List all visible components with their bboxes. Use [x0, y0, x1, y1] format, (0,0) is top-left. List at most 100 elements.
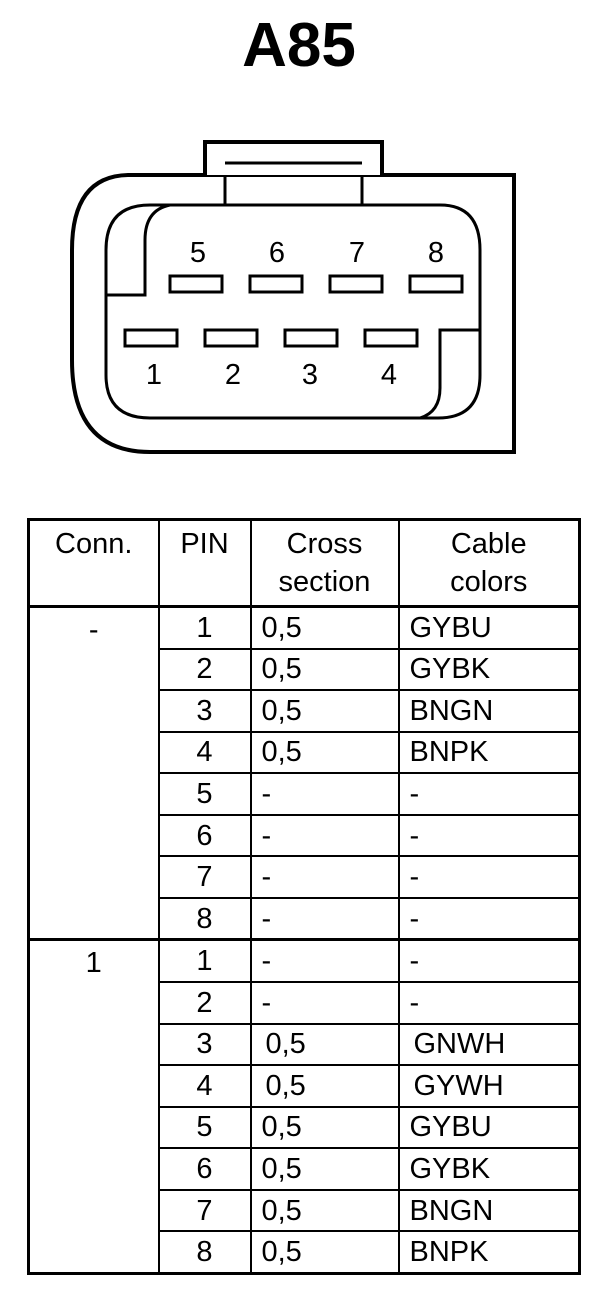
pin-cell: 5: [157, 772, 252, 816]
cable-color-cell: BNPK: [397, 1230, 581, 1275]
cable-color-cell: BNGN: [397, 689, 581, 733]
header-cross-section: Cross section: [249, 518, 400, 608]
pin-cell: 6: [157, 813, 252, 858]
cable-color-cell: GYBK: [397, 1147, 581, 1191]
table-row: 3 0,5 BNGN: [29, 689, 581, 733]
pin-cell: 3: [157, 689, 252, 733]
cross-section-cell: 0,5: [249, 1105, 400, 1150]
connector-cavity-outline: [104, 203, 482, 420]
cable-color-cell: BNPK: [397, 730, 581, 775]
cross-section-cell: 0,5: [249, 1230, 400, 1275]
connector-key-left: [106, 203, 171, 297]
cable-color-cell: BNGN: [397, 1188, 581, 1233]
table-row: 2 0,5 GYBK: [29, 647, 581, 692]
pin-cell: 2: [157, 981, 252, 1025]
header-cross-line2: section: [278, 566, 371, 598]
pin-assignment-table: Conn. PIN Cross section Cable colors - 1…: [27, 518, 581, 1275]
header-cross-line1: Cross: [286, 528, 363, 560]
pin-label-6: 6: [269, 237, 285, 269]
header-colors-line1: Cable: [450, 528, 527, 560]
pin-slot-6: [248, 274, 304, 294]
cross-section-cell: 0,5: [249, 1064, 400, 1108]
pin-label-4: 4: [381, 359, 397, 391]
table-row: 6 - -: [29, 813, 581, 858]
cable-color-cell: -: [397, 981, 581, 1025]
table-row: 8 0,5 BNPK: [29, 1230, 581, 1275]
table-row: 7 0,5 BNGN: [29, 1188, 581, 1233]
cable-color-cell: GYBU: [397, 1105, 581, 1150]
pin-label-1: 1: [146, 359, 162, 391]
cross-section-cell: -: [249, 938, 400, 984]
cross-section-cell: 0,5: [249, 647, 400, 692]
pin-slot-5: [168, 274, 224, 294]
pin-cell: 6: [157, 1147, 252, 1191]
pin-cell: 4: [157, 730, 252, 775]
pin-cell: 1: [157, 938, 252, 984]
pin-cell: 7: [157, 1188, 252, 1233]
header-pin-label: PIN: [180, 528, 229, 560]
connector-title: A85: [242, 11, 356, 80]
pin-label-3: 3: [302, 359, 318, 391]
cable-color-cell: GNWH: [397, 1022, 581, 1067]
cross-section-cell: 0,5: [249, 1188, 400, 1233]
connector-key-right: [419, 328, 480, 420]
cable-color-cell: -: [397, 772, 581, 816]
cable-color-cell: GYBU: [397, 604, 581, 650]
conn-cell: 1: [27, 938, 160, 1275]
pin-cell: 2: [157, 647, 252, 692]
table-row: 6 0,5 GYBK: [29, 1147, 581, 1191]
table-row: 2 - -: [29, 981, 581, 1025]
cable-color-cell: GYBK: [397, 647, 581, 692]
table-row: 3 0,5 GNWH: [29, 1022, 581, 1067]
cable-color-cell: GYWH: [397, 1064, 581, 1108]
connector-latch: [203, 140, 384, 175]
cross-section-cell: 0,5: [249, 730, 400, 775]
table-row: 4 0,5 BNPK: [29, 730, 581, 775]
cross-section-cell: 0,5: [249, 1022, 400, 1067]
cable-color-cell: -: [397, 938, 581, 984]
table-row: 8 - -: [29, 896, 581, 941]
cross-section-cell: -: [249, 813, 400, 858]
pin-slot-8: [408, 274, 464, 294]
table-row: 4 0,5 GYWH: [29, 1064, 581, 1108]
pin-cell: 5: [157, 1105, 252, 1150]
cross-section-cell: -: [249, 896, 400, 941]
header-cable-colors: Cable colors: [397, 518, 581, 608]
connector-face-diagram: 5 6 7 8 1 2 3 4: [70, 140, 516, 454]
cable-color-cell: -: [397, 896, 581, 941]
header-colors-line2: colors: [450, 566, 528, 598]
cable-color-cell: -: [397, 813, 581, 858]
pin-cell: 4: [157, 1064, 252, 1108]
table-row: 5 0,5 GYBU: [29, 1105, 581, 1150]
table-row: - 1 0,5 GYBU: [27, 604, 581, 941]
pin-cell: 8: [157, 896, 252, 941]
pin-label-2: 2: [225, 359, 241, 391]
cable-color-cell: -: [397, 855, 581, 899]
pin-label-8: 8: [428, 237, 444, 269]
conn-cell: -: [27, 604, 160, 941]
pin-label-5: 5: [190, 237, 206, 269]
cross-section-cell: 0,5: [249, 604, 400, 650]
pin-cell: 3: [157, 1022, 252, 1067]
cross-section-cell: 0,5: [249, 1147, 400, 1191]
cross-section-cell: -: [249, 855, 400, 899]
pin-cell: 1: [157, 604, 252, 650]
pin-slot-2: [203, 328, 259, 348]
cross-section-cell: -: [249, 772, 400, 816]
pin-slot-4: [363, 328, 419, 348]
table-header-row: Conn. PIN Cross section Cable colors: [27, 518, 581, 608]
cross-section-cell: -: [249, 981, 400, 1025]
cross-section-cell: 0,5: [249, 689, 400, 733]
pin-slot-7: [328, 274, 384, 294]
pin-label-7: 7: [349, 237, 365, 269]
table-row: 1 1 - -: [27, 938, 581, 1275]
table-row: 7 - -: [29, 855, 581, 899]
pin-cell: 8: [157, 1230, 252, 1275]
header-conn: Conn.: [27, 518, 160, 608]
pin-slot-1: [123, 328, 179, 348]
table-row: 5 - -: [29, 772, 581, 816]
pin-slot-3: [283, 328, 339, 348]
header-pin: PIN: [157, 518, 252, 608]
pin-cell: 7: [157, 855, 252, 899]
header-conn-label: Conn.: [55, 528, 133, 560]
